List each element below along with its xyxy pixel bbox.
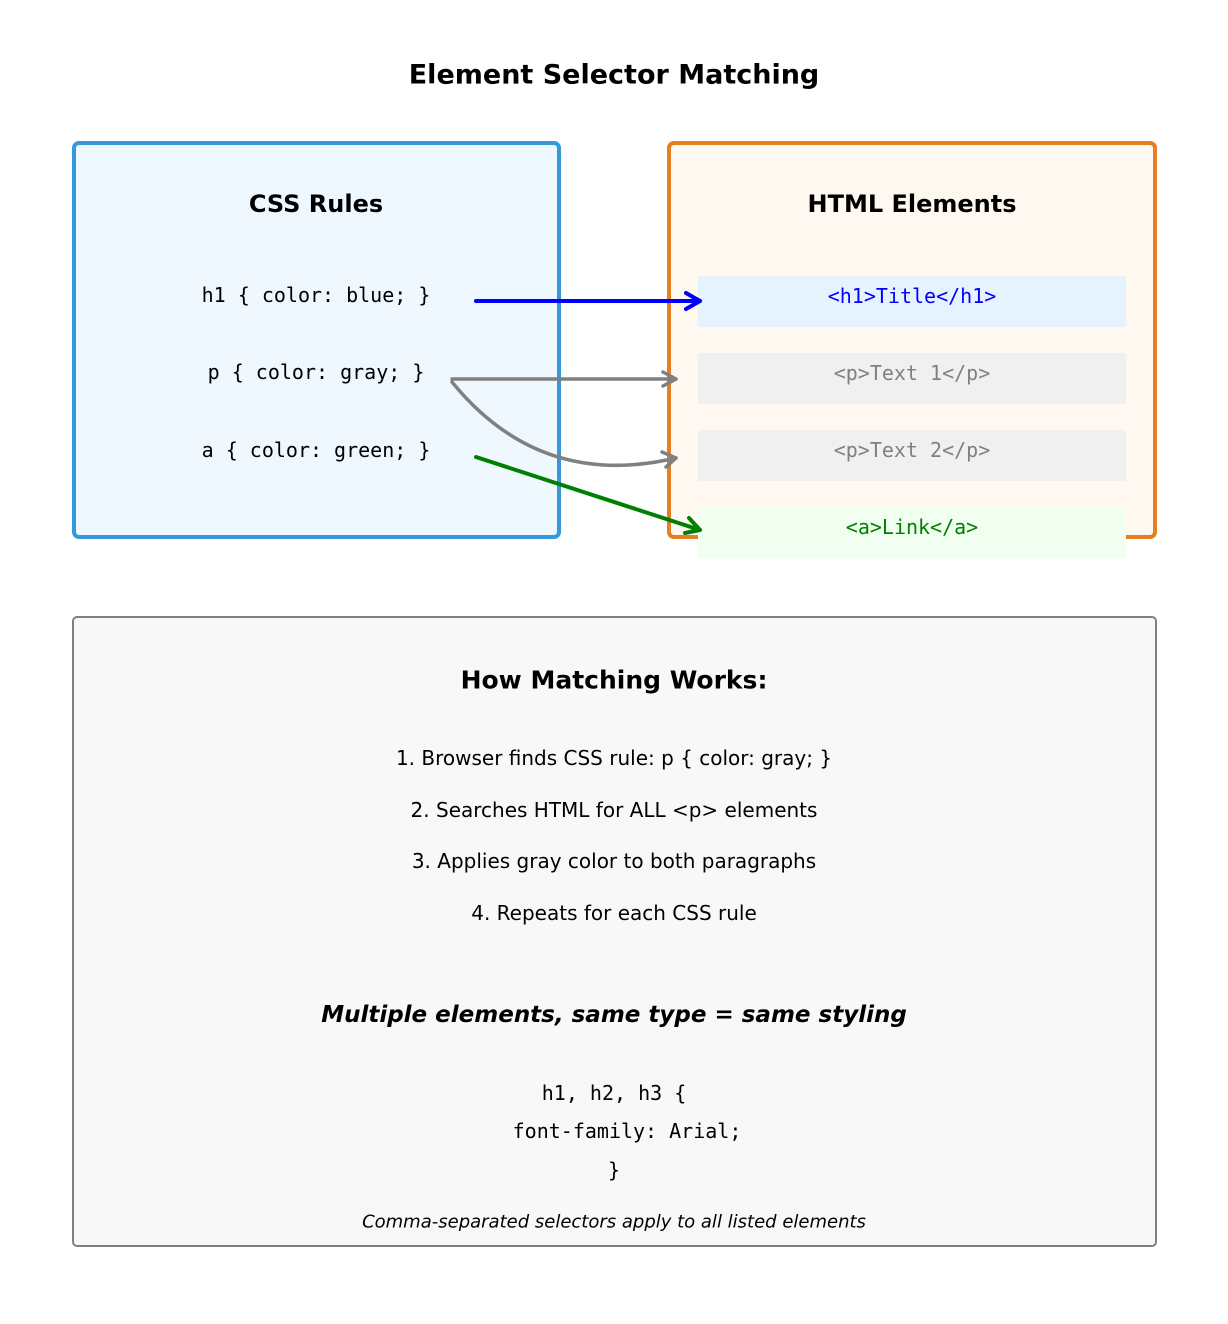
code-line-1: h1, h2, h3 {	[541, 1081, 687, 1105]
css-panel-title: CSS Rules	[248, 190, 384, 218]
css-rule-h1: h1 { color: blue; }	[201, 283, 431, 307]
arrow-a	[474, 455, 702, 535]
step-4: 4. Repeats for each CSS rule	[471, 901, 757, 925]
css-rule-a: a { color: green; }	[201, 438, 431, 462]
html-panel-title: HTML Elements	[807, 190, 1017, 218]
explanation-heading: How Matching Works:	[460, 665, 768, 695]
step-3: 3. Applies gray color to both paragraphs	[411, 849, 817, 873]
match-arrows	[450, 291, 702, 535]
code-line-3: }	[607, 1158, 621, 1182]
html-element-p1-text: <p>Text 1</p>	[833, 361, 991, 385]
html-element-h1	[698, 276, 1126, 327]
arrow-p2	[450, 380, 678, 469]
css-rule-p: p { color: gray; }	[207, 360, 425, 384]
step-1: 1. Browser finds CSS rule: p { color: gr…	[395, 746, 833, 770]
css-rules-panel	[72, 141, 561, 539]
html-element-p2-text: <p>Text 2</p>	[833, 438, 991, 462]
html-element-p2	[698, 430, 1126, 481]
code-line-2: font-family: Arial;	[512, 1119, 742, 1143]
html-element-a-text: <a>Link</a>	[845, 515, 979, 539]
html-element-a	[698, 507, 1126, 558]
arrow-p1	[450, 370, 678, 388]
html-element-h1-text: <h1>Title</h1>	[827, 284, 997, 308]
explanation-panel	[72, 616, 1157, 1247]
html-element-p1	[698, 353, 1126, 404]
step-2: 2. Searches HTML for ALL <p> elements	[410, 798, 818, 822]
arrow-h1	[474, 291, 702, 311]
emphasis-text: Multiple elements, same type = same styl…	[321, 1002, 907, 1028]
caption: Comma-separated selectors apply to all l…	[362, 1211, 866, 1233]
diagram-title: Element Selector Matching	[408, 59, 820, 91]
